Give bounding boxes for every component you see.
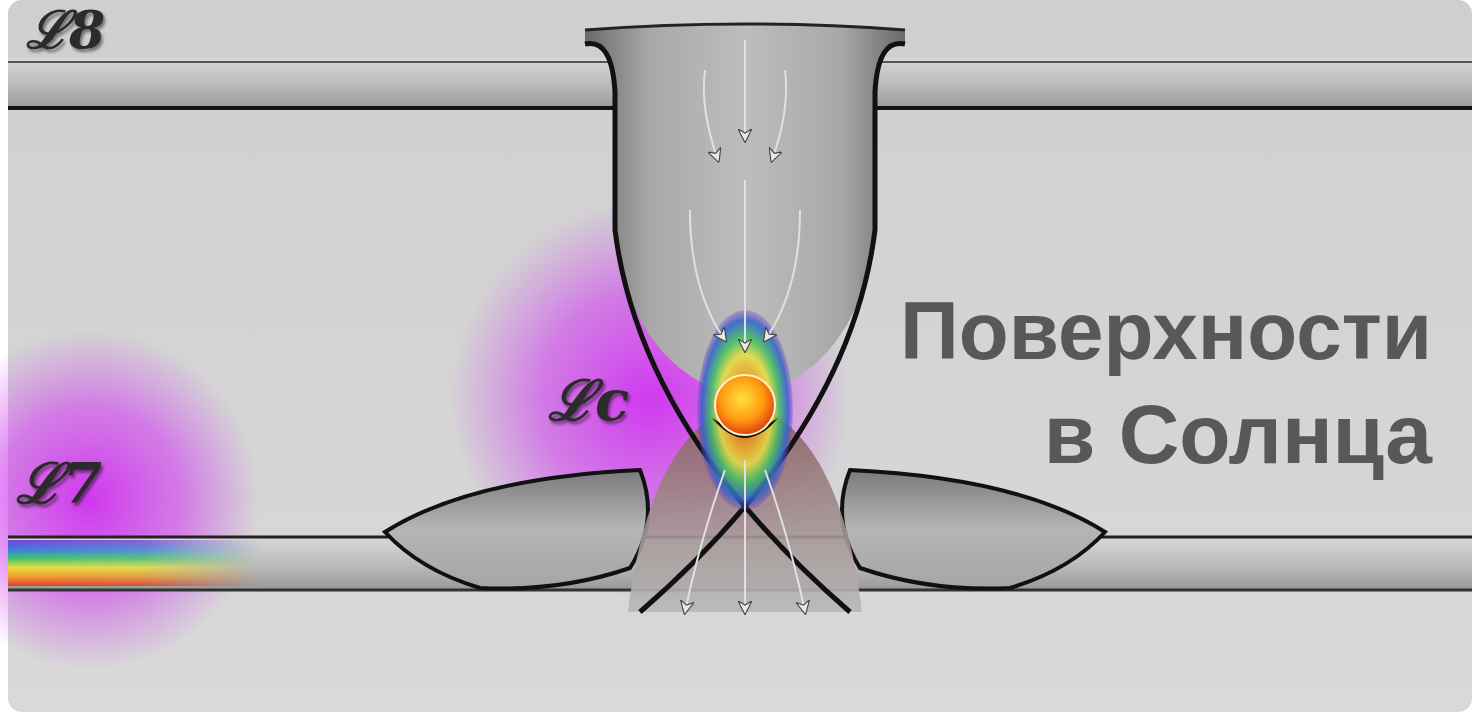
layer-label: ℒc [548,372,629,428]
funnel-wall [640,43,905,612]
sun [715,375,775,435]
spectrum-strip [8,540,268,586]
flow-arrows [685,40,805,612]
title-text: в Солнца [1044,392,1432,476]
layer-label: ℒ8 [26,4,105,56]
lens-left [385,470,648,589]
title-text: Поверхности [900,290,1432,372]
layer-label: ℒ7 [16,455,102,511]
lens-right [842,470,1105,589]
magenta-glow [0,330,260,670]
funnel-wall [585,43,850,612]
background-panel [8,0,1472,712]
funnel-upper [585,24,905,400]
